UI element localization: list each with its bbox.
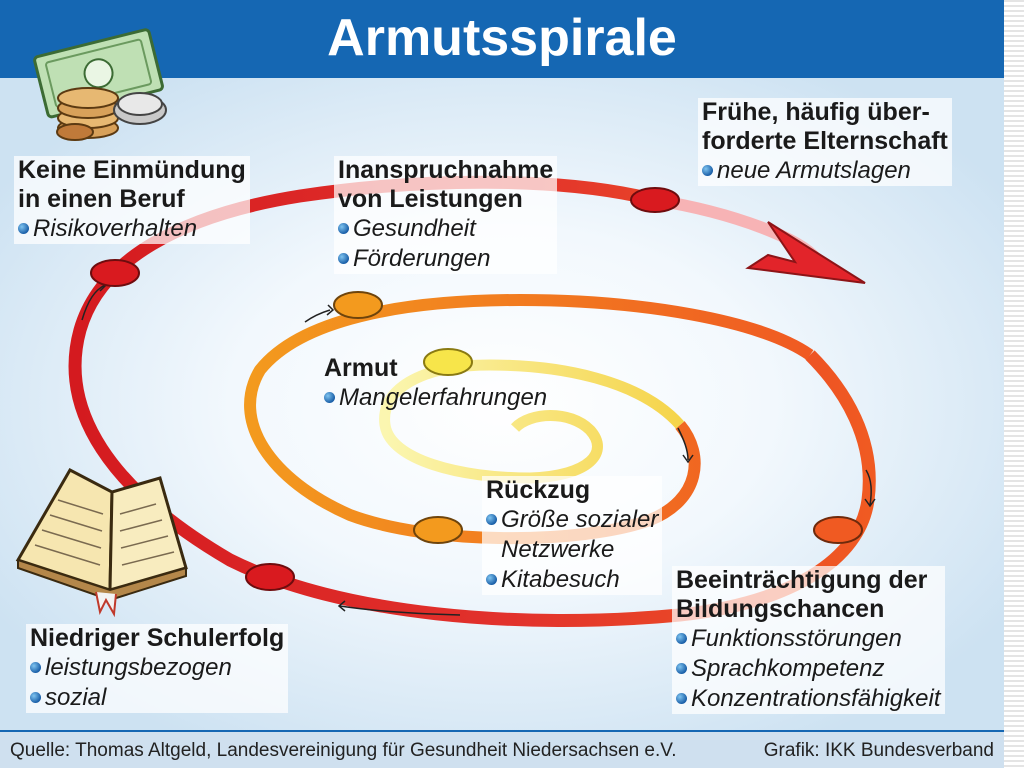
label-bullet: neue Armutslagen — [717, 157, 911, 184]
label-rueckzug: Rückzug Größe sozialer Netzwerke Kitabes… — [482, 476, 663, 595]
label-heading: Rückzug — [486, 476, 591, 504]
bullet-icon — [486, 514, 497, 525]
label-fruehe-elternschaft: Frühe, häufig über- forderte Elternschaf… — [698, 98, 952, 186]
label-bullet: Funktionsstörungen — [691, 625, 902, 652]
label-bullet: Risikoverhalten — [33, 215, 198, 242]
spiral-arrow-head — [745, 221, 866, 284]
bullet-icon — [676, 633, 687, 644]
bullet-icon — [18, 223, 29, 234]
label-bullet: Größe sozialer — [501, 506, 659, 533]
money-icon — [33, 28, 167, 141]
bullet-icon — [676, 693, 687, 704]
book-icon — [15, 468, 188, 618]
label-heading: Inanspruchnahme — [338, 156, 554, 184]
label-bullet: Kitabesuch — [501, 566, 620, 593]
label-inanspruchnahme: Inanspruchnahme von Leistungen Gesundhei… — [334, 156, 558, 274]
label-heading: Beeinträchtigung der — [676, 566, 928, 594]
label-bullet: leistungsbezogen — [45, 654, 232, 681]
bullet-icon — [324, 392, 335, 403]
inner-ring — [379, 359, 685, 484]
label-bullet: Gesundheit — [353, 215, 476, 242]
label-bullet-continuation: Netzwerke — [501, 536, 615, 563]
label-armut: Armut Mangelerfahrungen — [320, 354, 551, 413]
label-bullet: Förderungen — [353, 245, 491, 272]
bullet-icon — [30, 692, 41, 703]
scroll-edge — [1004, 0, 1024, 768]
label-keine-einmuendung: Keine Einmündung in einen Beruf Risikove… — [14, 156, 250, 244]
label-bullet: Mangelerfahrungen — [339, 384, 548, 411]
label-heading: forderte Elternschaft — [702, 127, 948, 155]
source-text: Quelle: Thomas Altgeld, Landesvereinigun… — [10, 740, 677, 761]
label-niedriger-schulerfolg: Niedriger Schulerfolg leistungsbezogen s… — [26, 624, 289, 713]
label-heading: Bildungschancen — [676, 595, 885, 623]
bullet-icon — [486, 574, 497, 585]
label-bullet: Sprachkompetenz — [691, 655, 885, 682]
label-bullet: Konzentrationsfähigkeit — [691, 685, 941, 712]
bullet-icon — [676, 663, 687, 674]
label-heading: Frühe, häufig über- — [702, 98, 930, 126]
footer: Quelle: Thomas Altgeld, Landesvereinigun… — [0, 730, 1004, 768]
label-beeintraechtigung: Beeinträchtigung der Bildungschancen Fun… — [672, 566, 945, 714]
bullet-icon — [338, 223, 349, 234]
bullet-icon — [702, 165, 713, 176]
label-heading: Keine Einmündung — [18, 156, 246, 184]
label-heading: Niedriger Schulerfolg — [30, 624, 285, 652]
bullet-icon — [338, 253, 349, 264]
label-bullet: sozial — [45, 684, 107, 711]
label-heading: von Leistungen — [338, 185, 523, 213]
label-heading: Armut — [324, 354, 398, 382]
title-bar: Armutsspirale — [0, 0, 1004, 78]
bullet-icon — [30, 662, 41, 673]
label-heading: in einen Beruf — [18, 185, 185, 213]
spiral-markers — [90, 187, 863, 591]
page-title: Armutsspirale — [327, 9, 677, 67]
credit-text: Grafik: IKK Bundesverband — [763, 740, 994, 761]
